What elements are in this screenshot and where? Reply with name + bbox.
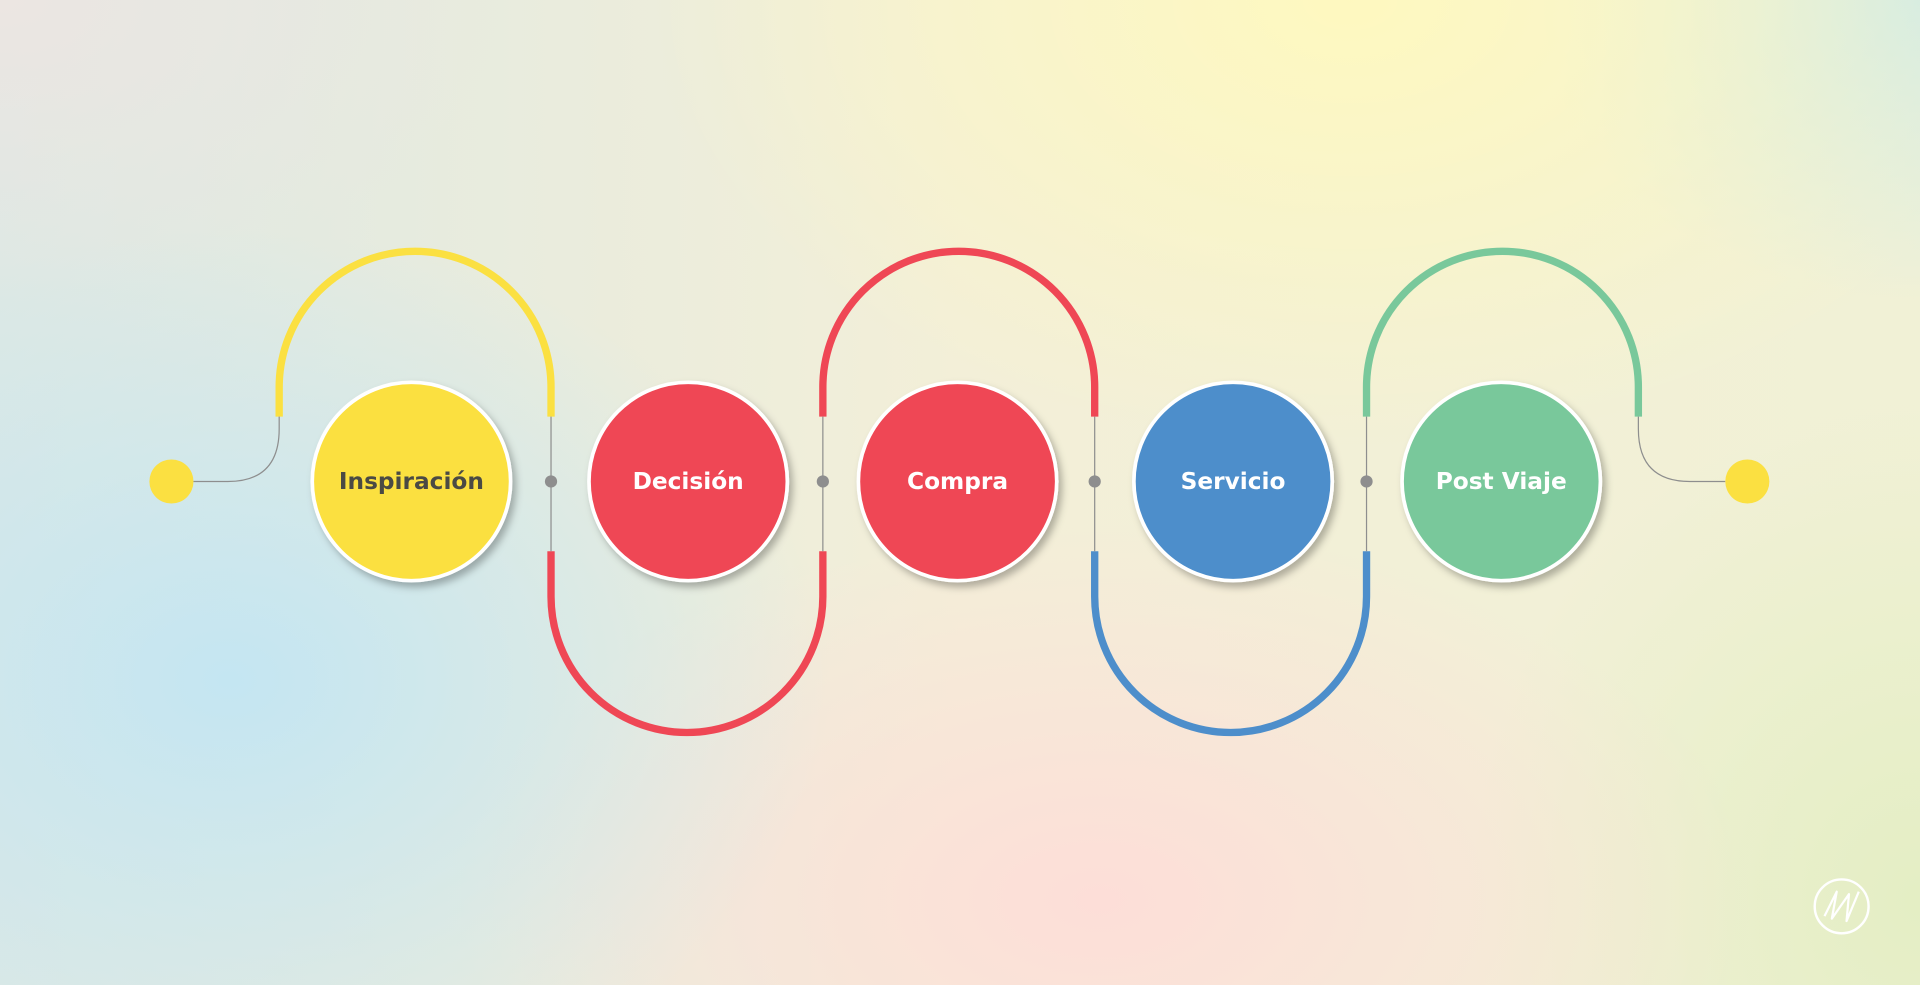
start-connector [193,416,280,483]
connector-arcs [275,247,1643,737]
stage-label: Decisión [633,468,744,495]
stage-label: Servicio [1181,468,1286,495]
stage-circle [856,380,1059,583]
end-dot [1725,459,1770,504]
arc-top [1362,247,1643,417]
connector-dot [816,475,829,488]
logo-icon [1813,878,1870,935]
stage-compra: Compra [856,380,1059,583]
stage-label: Inspiración [339,468,484,495]
stage-circle [1132,380,1335,583]
arc-top [275,247,555,417]
stage-nodes: Inspiración Decisión Compra Servicio Post Vi… [310,380,1603,583]
connector-dot [1360,475,1373,488]
stage-circle [587,380,790,583]
stage-label: Post Viaje [1436,468,1567,495]
arc-bottom [1091,551,1371,737]
stage-servicio: Servicio [1132,380,1335,583]
stage-circle [1400,380,1603,583]
connector-lines [149,416,1770,552]
stage-circle [310,380,513,583]
arc-top [819,247,1099,417]
arc-bottom [547,551,827,737]
stage-decisi-n: Decisión [587,380,790,583]
connector-dot [544,475,558,488]
end-connector [1637,416,1726,483]
stage-inspiraci-n: Inspiración [310,380,513,583]
stage-post-viaje: Post Viaje [1400,380,1603,583]
connector-dot [1088,475,1101,488]
start-dot [149,459,194,504]
stage-label: Compra [907,468,1008,495]
